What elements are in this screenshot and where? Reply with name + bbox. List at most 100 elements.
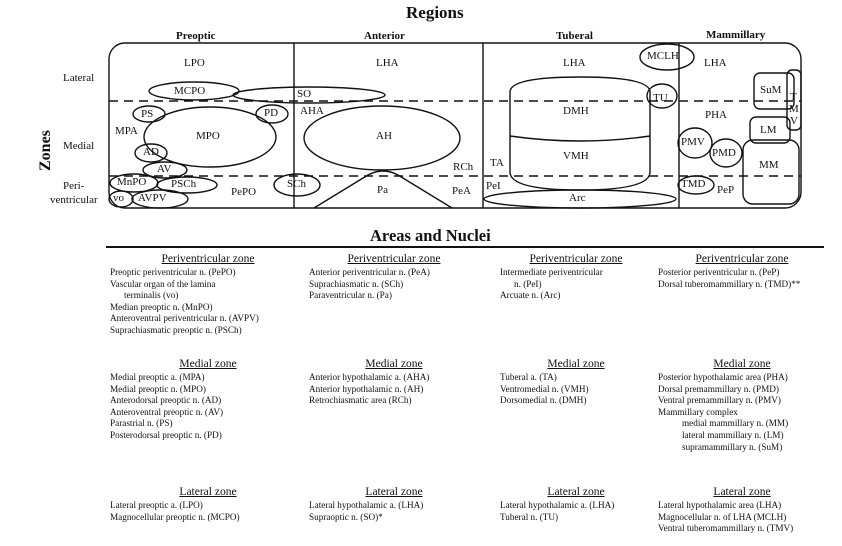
shape-AH [303,105,461,171]
list-item: terminalis (vo) [124,290,179,301]
list-item: Lateral hypothalamic a. (LHA) [309,500,424,510]
label-TMV-T: T [790,91,797,103]
list-item: Intermediate periventricular [500,267,603,277]
label-DMH: DMH [563,105,589,117]
shape-DMH-VMH [509,76,651,191]
label-LHA-anterior: LHA [376,57,399,69]
list-item: Paraventricular n. (Pa) [309,290,392,301]
list-item: Lateral preoptic a. (LPO) [110,500,203,510]
list-item: n. (PeI) [514,278,542,289]
label-MnPO: MnPO [117,176,147,188]
areas-title: Areas and Nuclei [370,226,491,245]
list-item: Posterodorsal preoptic n. (PD) [110,429,222,440]
list-item: Supraoptic n. (SO)* [309,511,383,522]
list-item: Preoptic periventricular n. (PePO) [110,267,236,277]
label-TA: TA [490,157,504,169]
label-AH: AH [376,130,392,142]
shape-PSCh [156,176,218,194]
list-item: Anterodorsal preoptic n. (AD) [110,395,222,406]
regions-diagram: Regions Preoptic Anterior Tuberal Mammil… [0,0,842,240]
label-Arc: Arc [569,192,586,204]
label-vo: vo [113,192,124,204]
label-SCh: SCh [287,178,306,190]
list-item: Vascular organ of the lamina [110,278,216,289]
region-anterior: Anterior [364,30,405,42]
label-LHA-tuberal: LHA [563,57,586,69]
col-anterior-lateral: Lateral zone Lateral hypothalamic a. (LH… [309,486,479,523]
list-item: Ventral tuberomammillary n. (TMV) [658,523,794,534]
list-item: Tuberal a. (TA) [500,372,557,382]
zone-peri-label-2: ventricular [50,194,98,206]
shape-PS [132,105,166,123]
shape-Arc [483,189,677,209]
shape-AD [134,143,168,163]
zone-title: Lateral zone [713,486,771,498]
label-LPO: LPO [184,57,205,69]
list-item: Magnocellular preoptic n. (MCPO) [110,511,240,522]
list-item: Median preoptic n. (MnPO) [110,301,213,312]
zone-title: Periventricular zone [347,253,441,265]
shape-Pa [313,170,453,209]
shape-MCLH [639,43,695,71]
label-PePO: PePO [231,186,257,198]
label-PD: PD [264,107,279,119]
zone-title: Medial zone [547,358,605,370]
label-MCPO: MCPO [174,85,206,97]
label-TU: TU [653,92,668,104]
shape-MM [742,139,800,205]
shape-vo [108,190,134,208]
list-item: supramammillary n. (SuM) [682,441,783,452]
shape-SO [232,86,386,104]
list-item: Mammillary complex [658,406,738,417]
list-item: Anterior hypothalamic n. (AH) [309,383,424,394]
zone-lateral-label: Lateral [63,72,95,84]
shape-MCPO [148,81,240,101]
shape-TU [646,83,678,109]
label-Pa: Pa [377,184,388,196]
list-item: Medial preoptic n. (MPO) [110,383,206,394]
list-item: medial mammillary n. (MM) [682,418,789,429]
list-item: Dorsal tuberomammillary n. (TMD)** [658,278,801,289]
label-PS: PS [141,108,154,120]
label-VMH: VMH [563,150,589,162]
list-item: Medial preoptic a. (MPA) [110,372,205,382]
zones-label: Zones [37,130,54,171]
list-item: Tuberal n. (TU) [500,511,559,522]
zone-medial-label: Medial [63,140,95,152]
label-AD: AD [143,146,159,158]
shape-MPO [143,106,277,168]
label-PMD: PMD [712,147,736,159]
label-MPO: MPO [196,130,220,142]
label-AV: AV [157,163,172,175]
shape-PMV [677,127,713,159]
diagram-outlines [108,42,802,209]
zone-title: Medial zone [179,358,237,370]
list-item: Anteroventral preoptic n. (AV) [110,406,224,417]
label-LHA-mammillary: LHA [704,57,727,69]
col-mammillary-peri: Periventricular zone Posterior periventr… [658,253,826,290]
list-item: Lateral hypothalamic a. (LHA) [500,500,615,510]
list-item: Suprachiasmatic preoptic n. (PSCh) [110,324,242,335]
list-item: Lateral hypothalamic area (LHA) [658,500,782,510]
label-PeI: PeI [486,180,501,192]
list-item: Dorsal premammillary n. (PMD) [658,383,779,394]
list-item: Posterior periventricular n. (PeP) [658,267,780,277]
zone-title: Lateral zone [547,486,605,498]
list-item: Retrochiasmatic area (RCh) [309,395,412,406]
zone-title: Periventricular zone [161,253,255,265]
zone-title: Periventricular zone [529,253,623,265]
list-item: Ventral premammillary n. (PMV) [658,395,781,406]
label-MPA: MPA [115,125,138,137]
col-tuberal-medial: Medial zone Tuberal a. (TA) Ventromedial… [500,358,652,407]
shape-AVPV [131,189,189,209]
col-preoptic-medial: Medial zone Medial preoptic a. (MPA) Med… [110,358,306,442]
col-tuberal-peri: Periventricular zone Intermediate perive… [500,253,652,302]
region-mammillary: Mammillary [706,29,766,41]
label-PHA: PHA [705,109,728,121]
shape-PMD [709,138,743,168]
label-LM: LM [760,124,777,136]
list-item: Anterior periventricular n. (PeA) [309,267,430,277]
list-item: Arcuate n. (Arc) [500,290,561,301]
label-MCLH: MCLH [647,50,679,62]
label-SO: SO [297,88,312,100]
